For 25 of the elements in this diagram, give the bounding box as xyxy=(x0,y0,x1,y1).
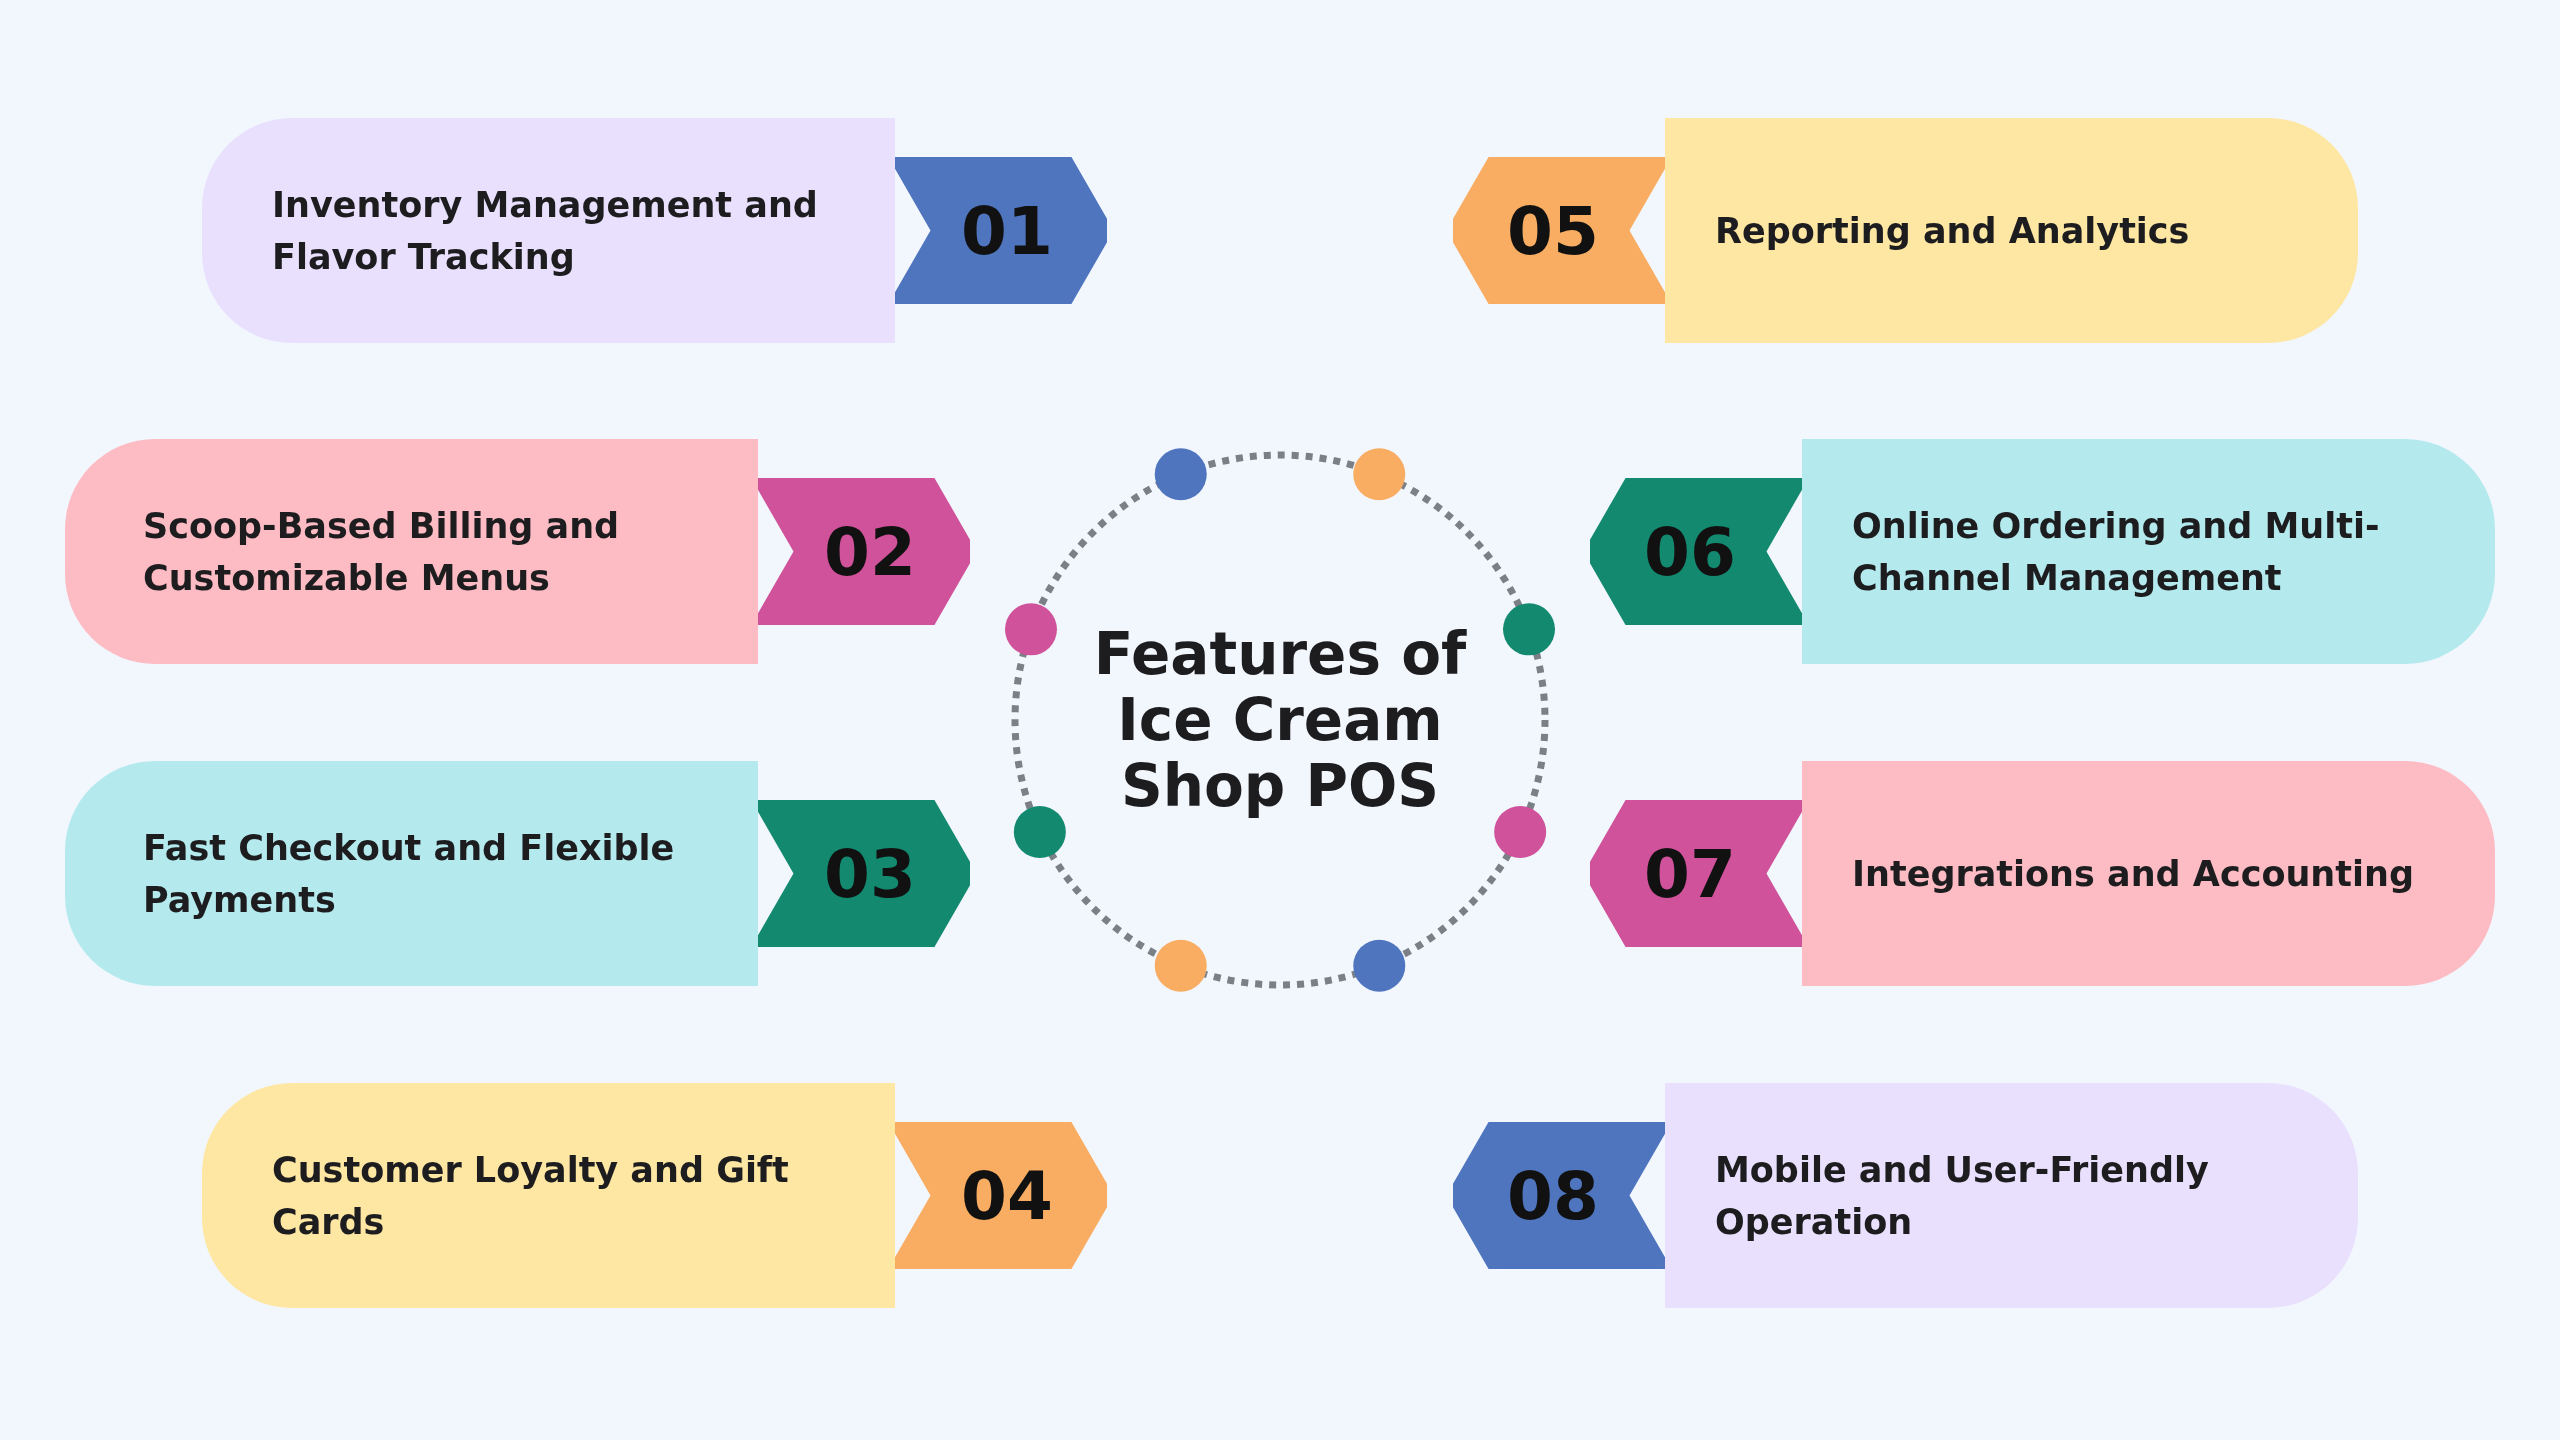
feature-card xyxy=(1665,118,2358,343)
tag-number: 02 xyxy=(824,513,916,590)
tag-number: 03 xyxy=(824,835,916,912)
feature-card xyxy=(202,118,895,343)
tag-number: 08 xyxy=(1507,1157,1599,1234)
feature-title: Mobile and User-Friendly Operation xyxy=(1715,1148,2210,1244)
feature-title: Inventory Management and Flavor Tracking xyxy=(272,183,819,279)
feature-card xyxy=(1802,439,2495,664)
feature-card xyxy=(65,439,758,664)
feature-title: Reporting and Analytics xyxy=(1715,209,2190,253)
center-title: Features of Ice Cream Shop POS xyxy=(1092,621,1468,819)
feature-title: Fast Checkout and Flexible Payments xyxy=(143,826,676,922)
tag-number: 04 xyxy=(961,1157,1053,1234)
tag-number: 01 xyxy=(961,192,1053,269)
feature-title: Scoop-Based Billing and Customizable Menus xyxy=(143,504,621,600)
feature-card xyxy=(1802,761,2495,986)
tag-number: 05 xyxy=(1507,192,1599,269)
feature-card xyxy=(1665,1083,2358,1308)
feature-title: Customer Loyalty and Gift Cards xyxy=(272,1148,790,1244)
feature-card xyxy=(202,1083,895,1308)
tag-number: 06 xyxy=(1644,513,1736,590)
feature-title: Online Ordering and Multi-Channel Management xyxy=(1852,504,2381,600)
feature-title: Integrations and Accounting xyxy=(1852,852,2414,896)
feature-card xyxy=(65,761,758,986)
tag-number: 07 xyxy=(1644,835,1736,912)
